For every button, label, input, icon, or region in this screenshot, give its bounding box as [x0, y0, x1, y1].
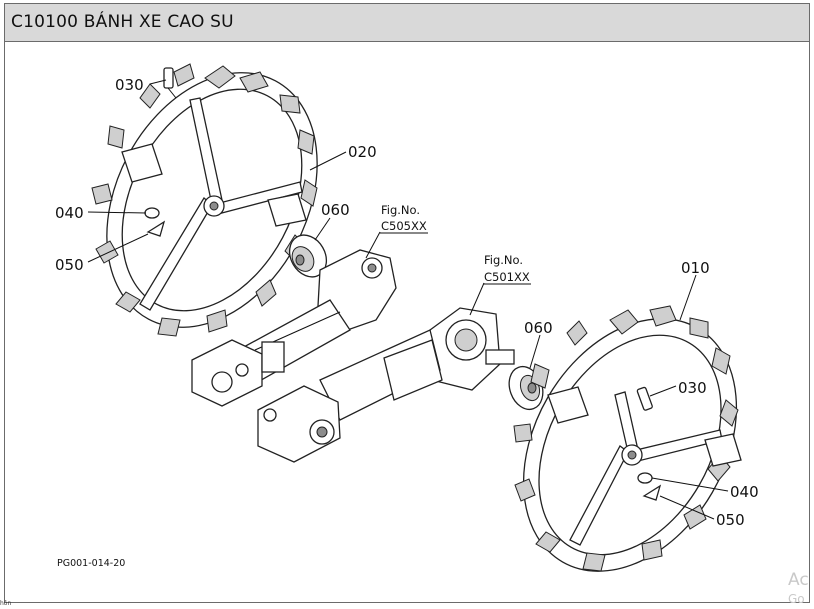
right-washer: [637, 472, 653, 484]
left-cotter-pin: [146, 220, 166, 237]
callout-right-030: 030: [678, 379, 707, 397]
callout-left-050: 050: [55, 256, 84, 274]
callout-right-040: 040: [730, 483, 759, 501]
right-pin-030: [636, 386, 653, 411]
figref-b-value: C501XX: [484, 270, 530, 284]
watermark-line-2: Go: [788, 592, 805, 606]
callout-left-020: 020: [348, 143, 377, 161]
watermark-line-1: Ac: [788, 570, 809, 590]
figref-a-label: Fig.No.: [381, 203, 420, 217]
left-wheel: [91, 63, 318, 337]
callout-right-060: 060: [524, 319, 553, 337]
footer-text: hôn: [0, 600, 12, 607]
callout-left-030: 030: [115, 76, 144, 94]
figref-a-value: C505XX: [381, 219, 427, 233]
left-pin-030: [163, 67, 177, 99]
page-title: C10100 BÁNH XE CAO SU: [11, 12, 234, 32]
callout-left-060: 060: [321, 201, 350, 219]
axle-assembly: [191, 249, 515, 463]
left-washer: [144, 207, 160, 219]
left-hub-060: [288, 234, 328, 278]
callout-right-010: 010: [681, 259, 710, 277]
leader-lines: [87, 79, 729, 520]
figref-b-label: Fig.No.: [484, 253, 523, 267]
title-bar: C10100 BÁNH XE CAO SU: [5, 4, 809, 42]
drawing-code: PG001-014-20: [57, 558, 125, 569]
right-cotter-pin: [642, 484, 662, 501]
callout-right-050: 050: [716, 511, 745, 529]
right-wheel: [513, 305, 742, 572]
callout-left-040: 040: [55, 204, 84, 222]
